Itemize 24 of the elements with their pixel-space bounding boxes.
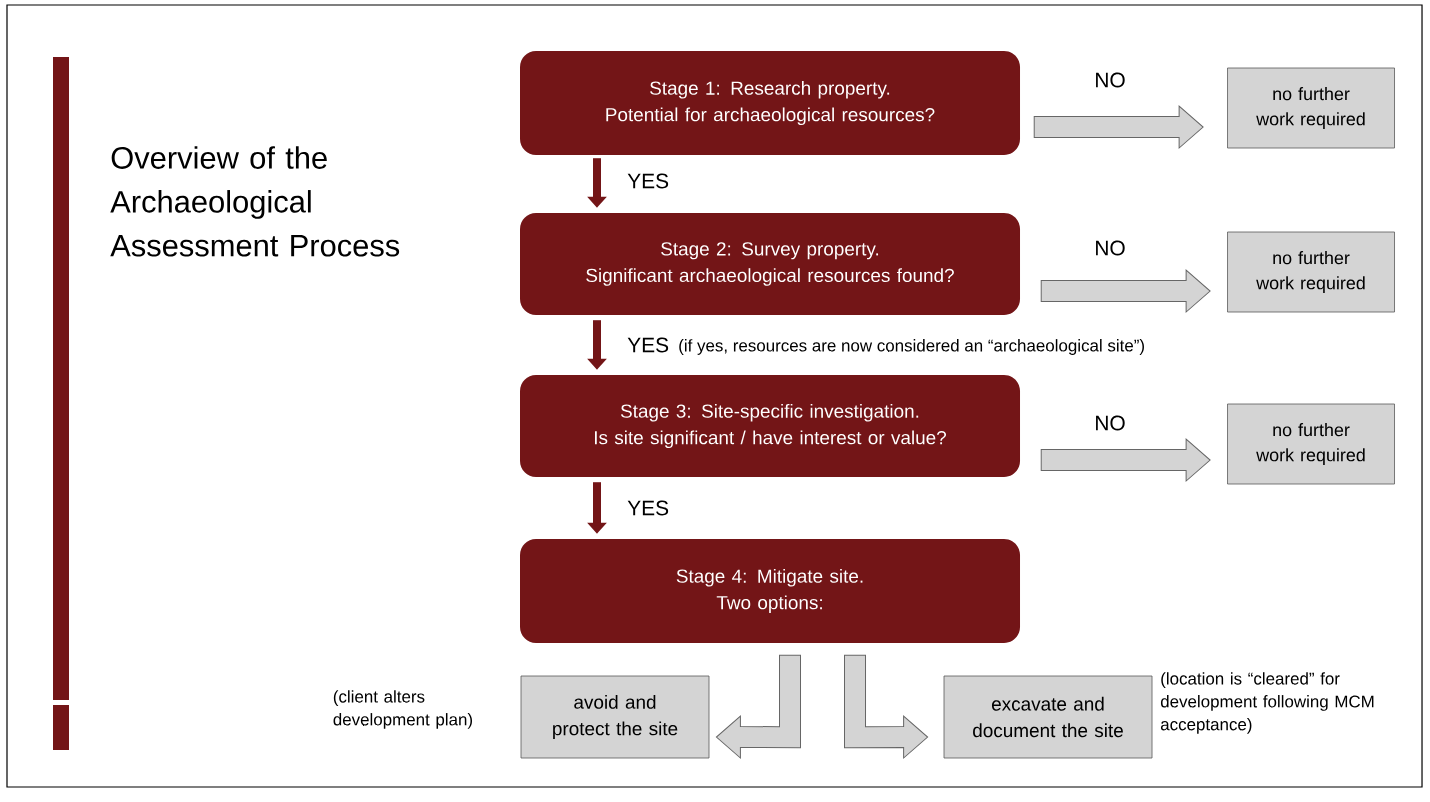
edge-label: NO — [1093, 414, 1127, 432]
block-arrow — [1040, 269, 1211, 313]
edge-label: NO — [1093, 71, 1127, 89]
note-text: (location is “cleared” for development following MCM acceptance) — [1160, 672, 1374, 734]
edge-label: NO — [1093, 239, 1127, 257]
stage-box: Stage 4: Mitigate site. Two options: — [520, 539, 1020, 643]
stage-box: Stage 2: Survey property. Significant archaeological resources found? — [520, 213, 1020, 315]
outcome-box: no further work required — [1227, 67, 1395, 149]
outcome-box: no further work required — [1227, 403, 1395, 485]
block-arrow — [1033, 105, 1204, 149]
edge-label: YES — [626, 499, 671, 517]
edge-label: YES — [626, 172, 671, 190]
outcome-box: excavate and document the site — [943, 675, 1153, 759]
edge-label: YES — [626, 336, 671, 354]
block-arrow — [844, 654, 929, 759]
note-text: (client alters development plan) — [333, 690, 472, 729]
stage-box: Stage 1: Research property. Potential for archaeological resources? — [520, 51, 1020, 155]
title: Overview of the Archaeological Assessment Process — [110, 146, 400, 257]
outcome-box: avoid and protect the site — [520, 675, 710, 759]
block-arrow — [715, 654, 801, 759]
note-text: (if yes, resources are now considered an “archaeological site”) — [679, 339, 1144, 355]
outcome-box: no further work required — [1227, 231, 1395, 313]
stage-box: Stage 3: Site-specific investigation. Is site significant / have interest or value? — [520, 375, 1020, 477]
block-arrow — [1040, 438, 1211, 482]
